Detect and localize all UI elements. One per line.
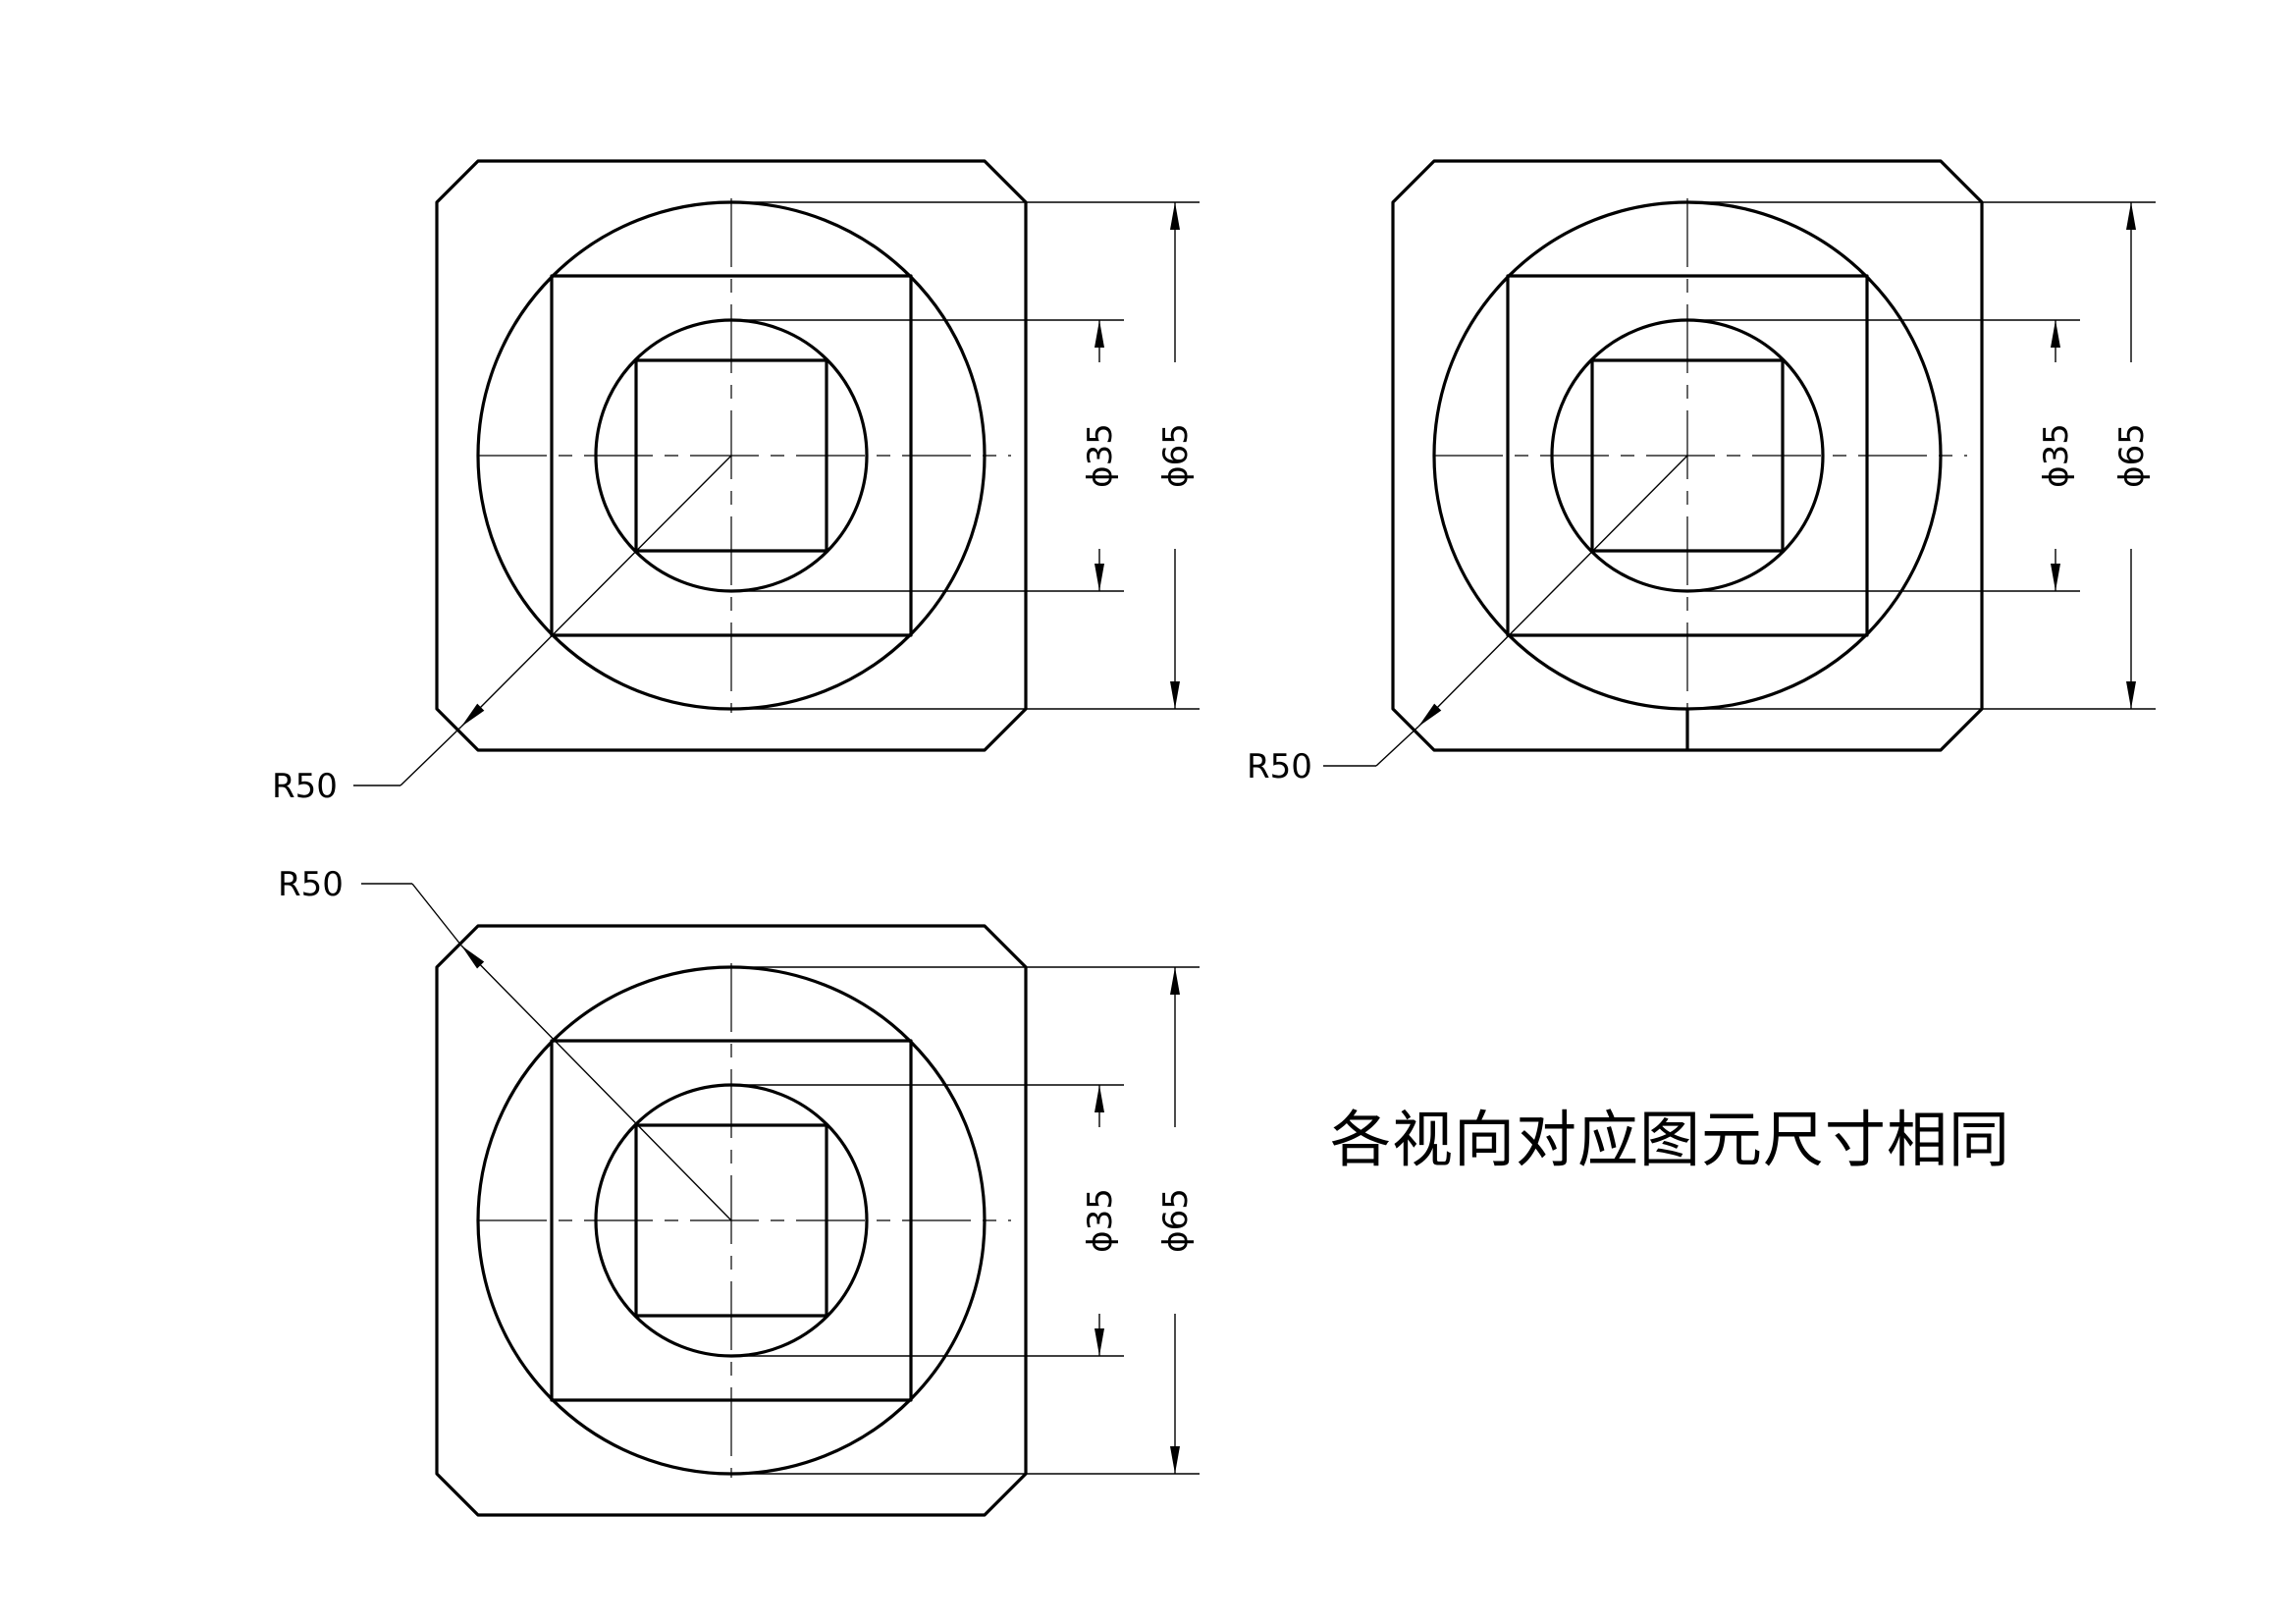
dim-65-arrow-top [2126, 202, 2136, 230]
radius-arrow [1418, 703, 1442, 727]
dim-65-arrow-bottom [1170, 681, 1180, 709]
radius-leader [460, 455, 732, 728]
dim-35-label: ϕ35 [2037, 423, 2076, 488]
dim-35-arrow-bottom [1095, 1328, 1104, 1356]
dim-65-arrow-bottom [1170, 1446, 1180, 1474]
body-outline [435, 924, 1028, 1517]
dim-35-arrow-top [1095, 1085, 1104, 1112]
radius-leader [460, 945, 732, 1221]
radius-arrow [461, 946, 485, 969]
dim-35-arrow-top [1095, 320, 1104, 348]
radius-leader [1417, 455, 1688, 728]
dim-35-arrow-top [2051, 320, 2060, 348]
dim-65-arrow-top [1170, 967, 1180, 995]
dim-65-arrow-bottom [2126, 681, 2136, 709]
radius-label: R50 [278, 865, 344, 904]
radius-label: R50 [1247, 747, 1312, 786]
dim-65-arrow-top [1170, 202, 1180, 230]
dim-65-label: ϕ65 [1156, 1188, 1196, 1253]
dim-65-label: ϕ65 [2112, 423, 2152, 488]
dim-35-arrow-bottom [1095, 564, 1104, 591]
view-bottom: ϕ35 ϕ65 R50 [278, 865, 1200, 1517]
radius-arrow [461, 703, 485, 727]
dim-35-label: ϕ35 [1081, 423, 1120, 488]
dim-65-label: ϕ65 [1156, 423, 1196, 488]
dim-35-label: ϕ35 [1081, 1188, 1120, 1253]
radius-label: R50 [272, 767, 338, 806]
dim-35-arrow-bottom [2051, 564, 2060, 591]
body-outline [435, 159, 1028, 752]
radius-leader-extension [1375, 726, 1419, 767]
radius-leader-extension [400, 726, 462, 786]
note-text: 各视向对应图元尺寸相同 [1330, 1104, 2011, 1175]
radius-leader-extension [411, 883, 462, 947]
body-outline [1391, 159, 1984, 752]
